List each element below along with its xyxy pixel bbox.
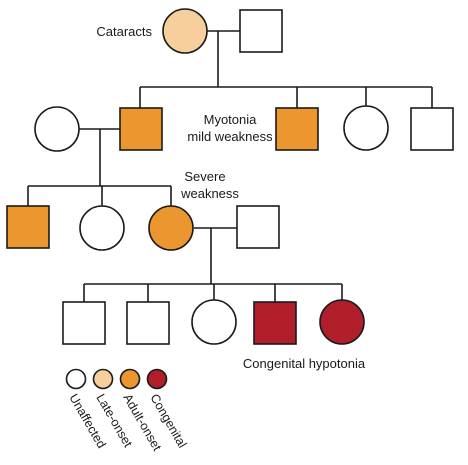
g2-male-1: [119, 107, 163, 151]
label-severe: Severe: [184, 169, 225, 184]
legend: Unaffected Late-onset Adult-onset Congen…: [65, 368, 189, 454]
label-mild-weakness: mild weakness: [187, 129, 273, 144]
g2-male-2: [275, 107, 319, 151]
g3-male-1: [6, 205, 50, 249]
g1-female: [162, 8, 208, 54]
label-cataracts: Cataracts: [96, 24, 152, 39]
g2-spouse-female: [34, 106, 80, 152]
g1-male: [239, 9, 283, 53]
g3-female-1: [79, 205, 125, 251]
g4-female-2: [319, 299, 365, 345]
label-myotonia: Myotonia: [204, 112, 258, 127]
g4-male-3: [253, 301, 297, 345]
individuals: [6, 8, 454, 345]
g4-male-2: [126, 301, 170, 345]
g4-male-1: [62, 301, 106, 345]
legend-congenital-swatch: [146, 368, 168, 390]
legend-unaffected-swatch: [65, 368, 87, 390]
g2-female: [343, 105, 389, 151]
label-weakness: weakness: [180, 186, 239, 201]
g2-male-3: [410, 107, 454, 151]
label-congenital-hypotonia: Congenital hypotonia: [243, 356, 366, 371]
g3-female-2: [148, 205, 194, 251]
legend-late-onset-swatch: [92, 368, 114, 390]
legend-adult-onset-swatch: [119, 368, 141, 390]
g4-female-1: [191, 299, 237, 345]
g3-spouse-male: [236, 205, 280, 249]
relationship-lines: [27, 30, 433, 302]
annotations: Cataracts Myotonia mild weakness Severe …: [96, 24, 365, 371]
